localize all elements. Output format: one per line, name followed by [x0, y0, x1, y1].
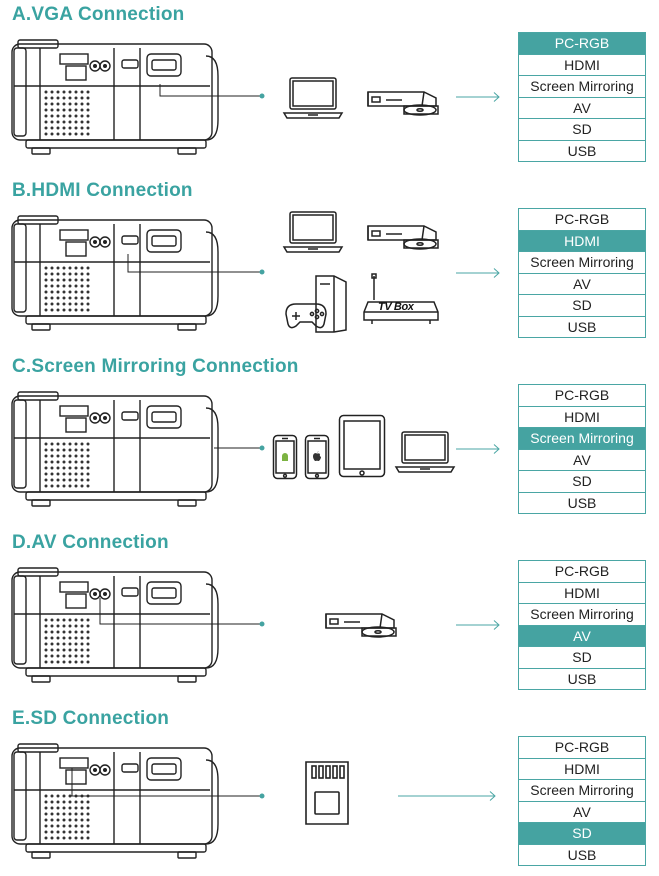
tv-box-icon: TV Box — [362, 272, 442, 332]
input-source-menu: PC-RGB HDMI Screen Mirroring AV SD USB — [518, 32, 646, 162]
input-source-menu: PC-RGB HDMI Screen Mirroring AV SD USB — [518, 736, 646, 866]
iphone-icon — [304, 434, 330, 480]
menu-option-av: AV — [519, 802, 645, 823]
menu-option-pc-rgb: PC-RGB — [519, 385, 645, 407]
menu-option-screen-mirroring: Screen Mirroring — [519, 780, 645, 802]
arrow-right-icon — [398, 791, 496, 801]
input-source-menu: PC-RGB HDMI Screen Mirroring AV SD USB — [518, 384, 646, 514]
section-av: D.AV Connection PC-RGB HDMI Screen Mirro… — [0, 528, 659, 700]
menu-option-av: AV — [519, 625, 645, 647]
input-source-menu: PC-RGB HDMI Screen Mirroring AV SD USB — [518, 208, 646, 338]
arrow-right-icon — [456, 268, 500, 278]
laptop-icon — [282, 76, 344, 120]
arrow-right-icon — [456, 92, 500, 102]
tablet-icon — [338, 414, 386, 478]
menu-option-pc-rgb: PC-RGB — [519, 561, 645, 583]
projector-image — [10, 214, 222, 332]
section-title: E.SD Connection — [12, 708, 170, 729]
android-phone-icon — [272, 434, 298, 480]
dvd-player-icon — [362, 84, 442, 118]
menu-option-av: AV — [519, 274, 645, 295]
game-console-icon — [282, 272, 352, 334]
menu-option-sd: SD — [519, 471, 645, 493]
menu-option-av: AV — [519, 450, 645, 471]
menu-option-sd: SD — [519, 823, 645, 845]
laptop-icon — [282, 210, 344, 254]
menu-option-sd: SD — [519, 119, 645, 141]
menu-option-usb: USB — [519, 669, 645, 690]
menu-option-screen-mirroring: Screen Mirroring — [519, 76, 645, 98]
menu-option-usb: USB — [519, 493, 645, 514]
menu-option-pc-rgb: PC-RGB — [519, 737, 645, 759]
section-hdmi: B.HDMI Connection TV Box PC-RGB HDMI Scr… — [0, 176, 659, 348]
laptop-icon — [394, 430, 456, 474]
projector-image — [10, 742, 222, 860]
arrow-right-icon — [456, 444, 500, 454]
section-screen-mirroring: C.Screen Mirroring Connection PC-RGB HDM… — [0, 352, 659, 524]
section-sd: E.SD Connection PC-RGB HDMI Screen Mirro… — [0, 704, 659, 876]
projector-image — [10, 390, 222, 508]
input-source-menu: PC-RGB HDMI Screen Mirroring AV SD USB — [518, 560, 646, 690]
section-title: C.Screen Mirroring Connection — [12, 356, 299, 377]
menu-option-hdmi: HDMI — [519, 407, 645, 428]
menu-option-sd: SD — [519, 295, 645, 317]
menu-option-screen-mirroring: Screen Mirroring — [519, 252, 645, 274]
sd-card-icon — [302, 758, 352, 828]
section-vga: A.VGA Connection PC-RGB HDMI Screen Mirr… — [0, 0, 659, 172]
menu-option-usb: USB — [519, 141, 645, 162]
section-title: A.VGA Connection — [12, 4, 185, 25]
dvd-player-icon — [320, 606, 400, 640]
menu-option-screen-mirroring: Screen Mirroring — [519, 604, 645, 626]
menu-option-hdmi: HDMI — [519, 759, 645, 780]
projector-image — [10, 38, 222, 156]
menu-option-pc-rgb: PC-RGB — [519, 209, 645, 231]
menu-option-pc-rgb: PC-RGB — [519, 33, 645, 55]
menu-option-sd: SD — [519, 647, 645, 669]
projector-image — [10, 566, 222, 684]
menu-option-usb: USB — [519, 317, 645, 338]
dvd-player-icon — [362, 218, 442, 252]
menu-option-hdmi: HDMI — [519, 583, 645, 604]
arrow-right-icon — [456, 620, 500, 630]
menu-option-usb: USB — [519, 845, 645, 866]
menu-option-screen-mirroring: Screen Mirroring — [519, 428, 645, 450]
section-title: D.AV Connection — [12, 532, 169, 553]
menu-option-av: AV — [519, 98, 645, 119]
section-title: B.HDMI Connection — [12, 180, 193, 201]
menu-option-hdmi: HDMI — [519, 230, 645, 252]
menu-option-hdmi: HDMI — [519, 55, 645, 76]
tv-box-label: TV Box — [378, 301, 414, 313]
